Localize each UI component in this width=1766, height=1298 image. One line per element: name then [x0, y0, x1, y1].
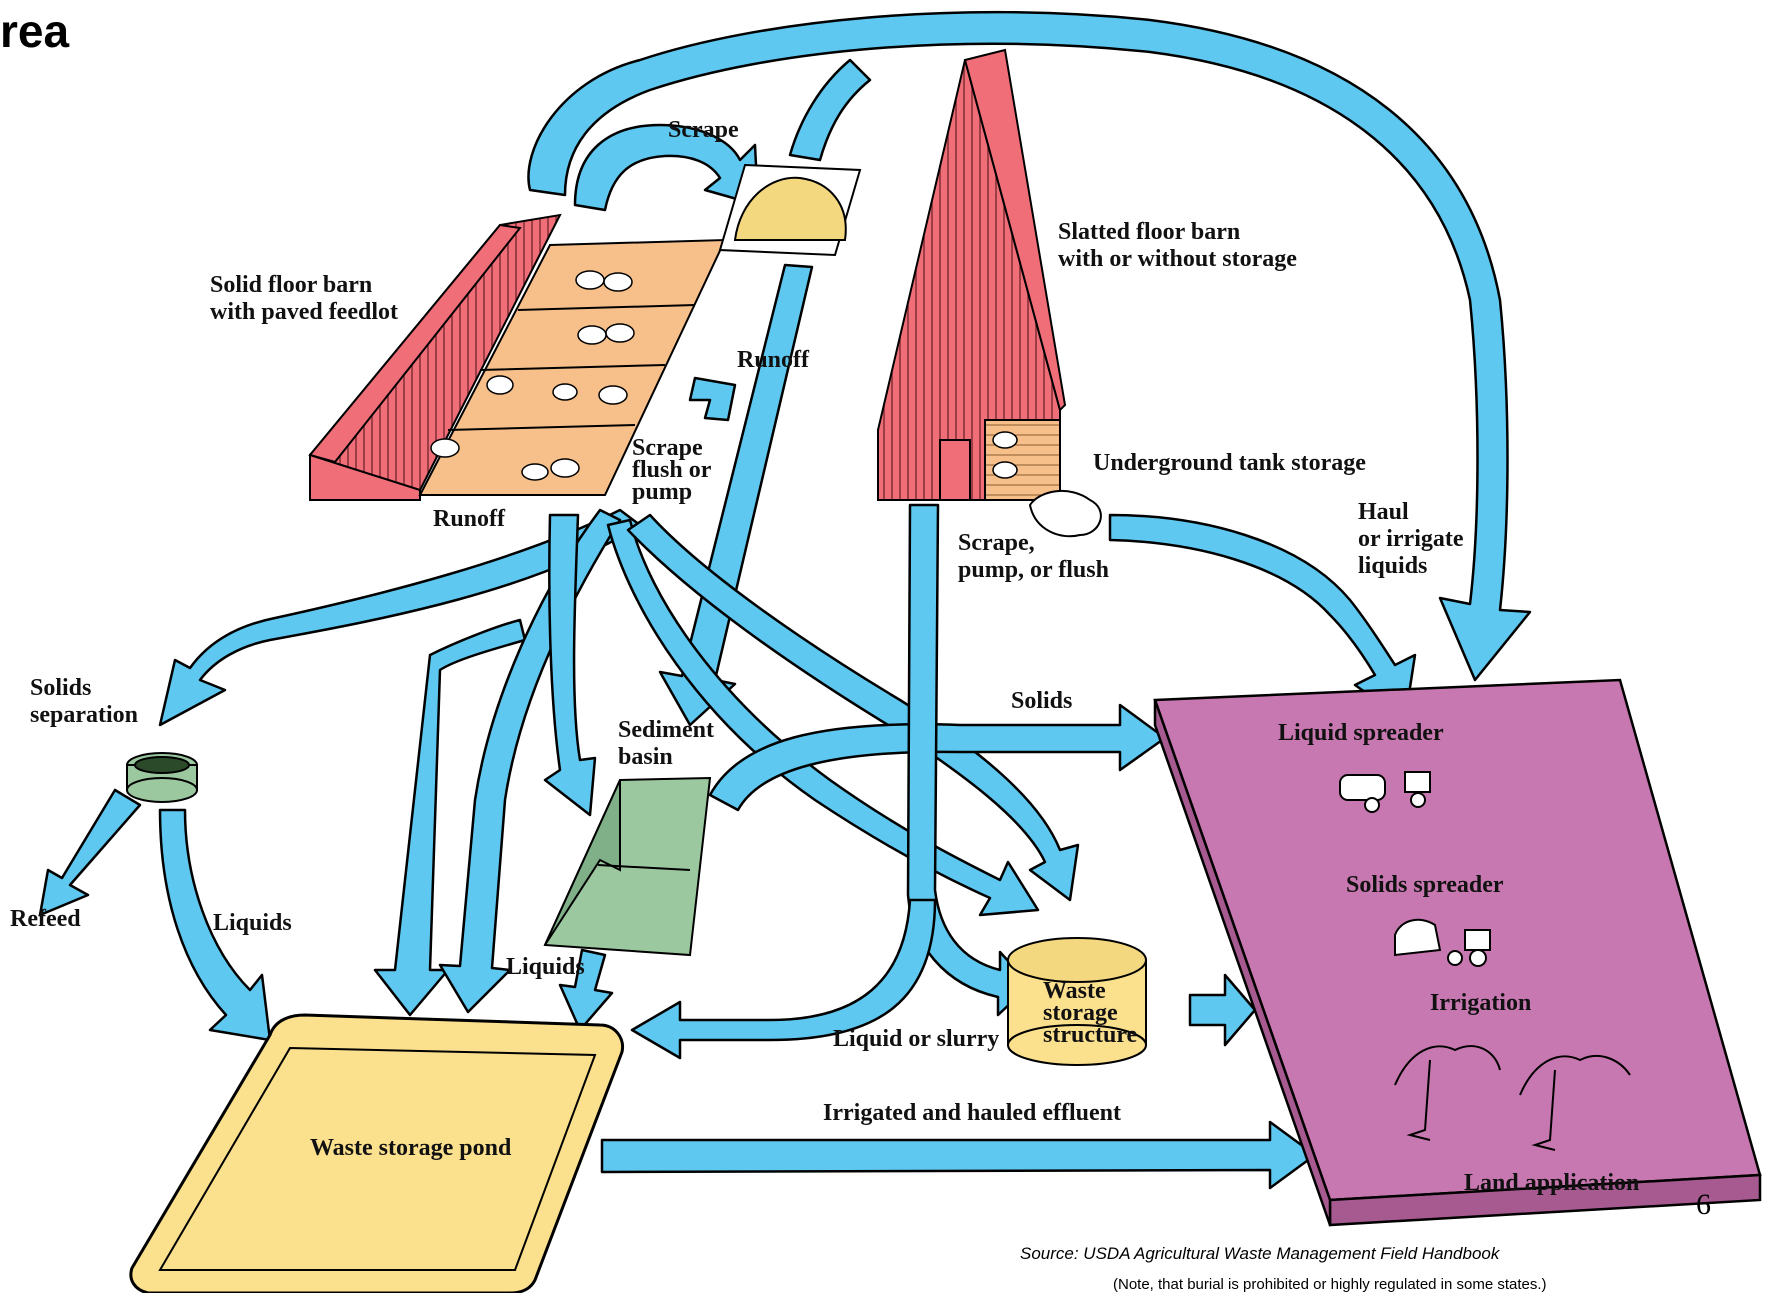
label-waste-storage-structure-line2: storage — [1043, 1000, 1118, 1026]
arrow-scrape-bent — [688, 376, 737, 422]
page-number: 6 — [1696, 1188, 1711, 1221]
label-solids-separation-line2: separation — [30, 702, 138, 728]
label-refeed: Refeed — [10, 906, 81, 932]
solids-spreader-icon — [1394, 918, 1491, 967]
label-runoff-top: Runoff — [737, 347, 810, 373]
irrigation-icon — [1394, 1045, 1631, 1151]
solid-floor-barn — [308, 213, 562, 502]
label-solids-separation: Solids separation — [30, 675, 138, 729]
arrow-runoff-to-basin — [543, 513, 597, 817]
label-solids-spreader: Solids spreader — [1346, 872, 1504, 898]
label-haul-irrigate: Haul or irrigate liquids — [1358, 499, 1464, 580]
label-scrape-pump-flush-line1: Scrape, — [958, 530, 1035, 556]
label-scrape-flush-pump-line1: Scrape — [632, 435, 703, 461]
arrow-pond-to-land — [600, 1120, 1317, 1190]
label-liquids-mid: Liquids — [506, 954, 585, 980]
arrow-to-solids-separation — [158, 508, 642, 727]
waste-storage-structure-tank — [1007, 937, 1147, 1066]
label-solid-floor-barn-line2: with paved feedlot — [210, 299, 398, 325]
pig-icons — [430, 270, 635, 481]
paved-feedlot — [418, 238, 727, 496]
arrow-barn-to-structure — [606, 518, 1040, 917]
flow-arrows — [38, 10, 1532, 1190]
label-scrape-flush-pump-line3: pump — [632, 479, 693, 505]
label-sediment-basin-line1: Sediment — [618, 717, 714, 743]
label-land-application: Land application — [1464, 1170, 1640, 1196]
label-sediment-basin: Sediment basin — [618, 717, 714, 771]
label-scrape-pump-flush: Scrape, pump, or flush — [958, 530, 1109, 584]
label-haul-irrigate-line2: or irrigate — [1358, 526, 1464, 552]
label-scrape-flush-pump: Scrape flush or pump — [632, 435, 712, 505]
pig-icons-slatted — [992, 431, 1018, 479]
label-liquid-or-slurry: Liquid or slurry — [833, 1026, 1000, 1052]
label-waste-storage-structure-line3: structure — [1043, 1022, 1138, 1048]
solids-separation-screen — [126, 752, 198, 803]
label-haul-irrigate-line3: liquids — [1358, 553, 1428, 579]
arrow-pile-up — [788, 58, 872, 162]
label-waste-storage-structure: Waste storage structure — [1043, 978, 1138, 1048]
arrow-basin-liquids — [558, 948, 614, 1032]
arrow-barn-to-pond-1 — [373, 618, 527, 1017]
arrow-barn-to-land — [527, 10, 1532, 682]
arrow-structure-to-land — [1188, 973, 1257, 1047]
label-solids: Solids — [1011, 688, 1073, 714]
arrow-liquid-or-slurry — [630, 898, 937, 1060]
arrow-scrape — [573, 123, 760, 212]
slatted-floor-barn — [877, 48, 1102, 538]
arrow-sep-to-refeed — [38, 788, 142, 917]
label-scrape-pump-flush-line2: pump, or flush — [958, 557, 1109, 583]
footnote: (Note, that burial is prohibited or high… — [1113, 1276, 1547, 1293]
liquid-spreader-icon — [1339, 771, 1431, 813]
label-scrape: Scrape — [668, 117, 739, 143]
label-haul-irrigate-line1: Haul — [1358, 499, 1409, 525]
label-underground-tank: Underground tank storage — [1093, 450, 1366, 476]
page-heading: rea — [0, 5, 70, 57]
label-liquid-spreader: Liquid spreader — [1278, 720, 1444, 746]
sediment-basin — [543, 776, 712, 957]
label-slatted-floor-barn-line1: Slatted floor barn — [1058, 219, 1241, 245]
label-solid-floor-barn-line1: Solid floor barn — [210, 272, 373, 298]
label-solid-floor-barn: Solid floor barn with paved feedlot — [210, 272, 398, 326]
label-runoff-bottom: Runoff — [433, 506, 506, 532]
label-solids-separation-line1: Solids — [30, 675, 92, 701]
label-scrape-flush-pump-line2: flush or — [632, 457, 712, 483]
label-irrigated-hauled: Irrigated and hauled effluent — [823, 1100, 1122, 1126]
label-liquids-left: Liquids — [213, 910, 292, 936]
source-citation: Source: USDA Agricultural Waste Manageme… — [1020, 1244, 1500, 1263]
label-slatted-floor-barn-line2: with or without storage — [1058, 246, 1297, 272]
land-application-field — [1153, 678, 1762, 1227]
label-slatted-floor-barn: Slatted floor barn with or without stora… — [1058, 219, 1297, 273]
label-sediment-basin-line2: basin — [618, 744, 673, 770]
label-waste-storage-pond: Waste storage pond — [310, 1135, 512, 1161]
waste-storage-pond — [129, 1013, 625, 1295]
label-irrigation: Irrigation — [1430, 990, 1532, 1016]
label-waste-storage-structure-line1: Waste — [1043, 978, 1106, 1004]
manure-pile-pen — [718, 163, 862, 257]
arrow-barn-to-structure-2 — [626, 513, 1080, 902]
